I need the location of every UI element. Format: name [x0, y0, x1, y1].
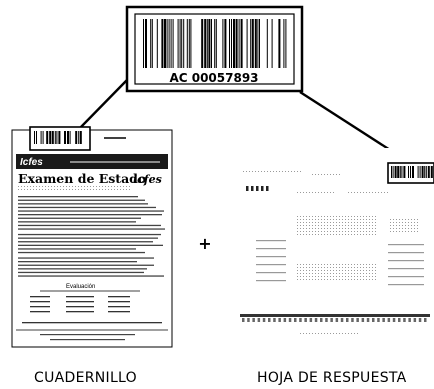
plus-icon: + [198, 234, 211, 253]
booklet-section-label: Evaluación [66, 284, 95, 290]
booklet-title: Examen de Estado [18, 171, 146, 186]
booklet-document: Icfes Examen de Estado icfes Evaluación [11, 126, 173, 348]
barcode-callout: AC 00057893 [125, 5, 304, 93]
answer-sheet-grid [240, 170, 430, 334]
answer-sheet-barcode-icon [391, 166, 433, 178]
booklet-barcode-icon [34, 131, 82, 144]
barcode-icon [143, 19, 287, 68]
booklet-title-logo: icfes [133, 173, 162, 186]
barcode-number: AC 00057893 [169, 71, 258, 85]
answer-sheet-caption: HOJA DE RESPUESTA [257, 370, 407, 386]
answer-sheet-document [238, 148, 434, 338]
booklet-caption: CUADERNILLO [34, 370, 137, 386]
booklet-body-text [18, 196, 165, 277]
svg-text:+: + [198, 234, 211, 253]
booklet-header-brand: Icfes [20, 157, 43, 168]
booklet-table [16, 290, 168, 341]
